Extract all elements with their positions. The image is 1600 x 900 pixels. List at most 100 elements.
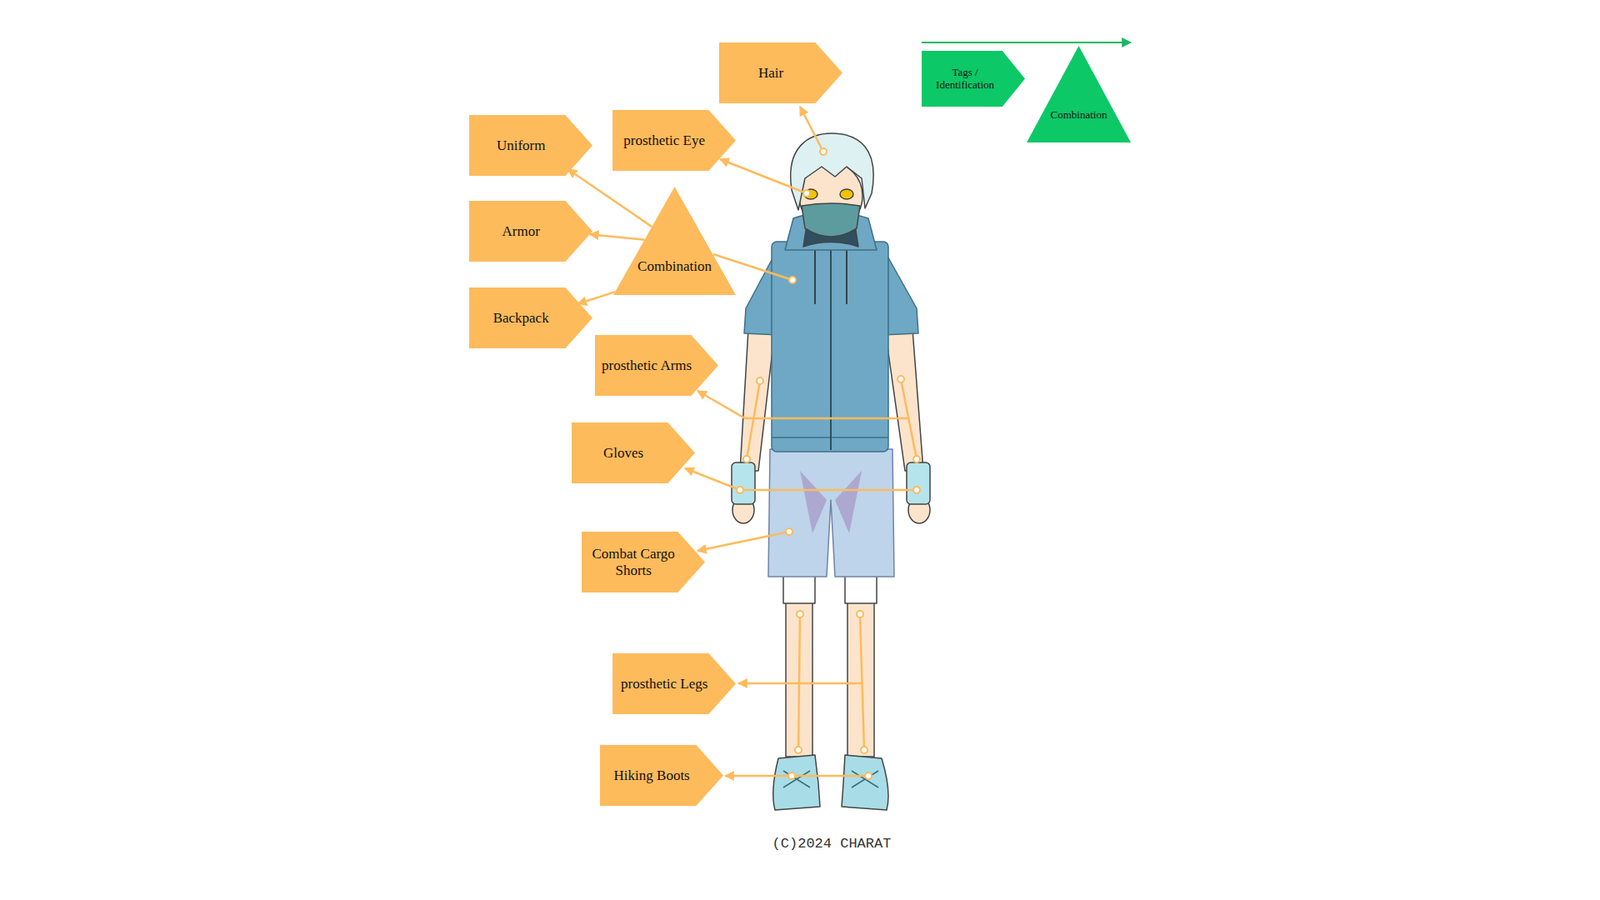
- hair: [790, 133, 874, 210]
- tag-label: Hair: [758, 65, 784, 82]
- leader-line: [697, 390, 909, 419]
- shorts: [768, 449, 895, 577]
- shorts-fold: [800, 470, 862, 534]
- text-holder: Combination: [1026, 101, 1131, 130]
- triangle-shape: [613, 186, 736, 295]
- text-holder: Combat Cargo Shorts: [581, 531, 685, 593]
- part-tag: Backpack: [469, 287, 593, 349]
- shape-fill: [581, 531, 705, 593]
- part-tag: Hair: [719, 42, 843, 104]
- text-holder: Backpack: [469, 287, 573, 349]
- tag-label: Armor: [501, 223, 540, 240]
- part-tag: Hiking Boots: [600, 745, 724, 806]
- boot: [773, 755, 820, 810]
- legend-triangle: Combination: [1026, 45, 1131, 143]
- leader-dot: [803, 190, 810, 197]
- part-tag: prosthetic Eye: [612, 110, 736, 171]
- tag-label: Gloves: [603, 445, 644, 462]
- leader-dot: [913, 455, 920, 463]
- arm: [740, 329, 775, 471]
- shape-fill: [921, 50, 1025, 107]
- text-holder: Combination: [613, 248, 736, 285]
- part-tag: Combat Cargo Shorts: [581, 531, 705, 593]
- character-figure: [731, 133, 930, 810]
- leader-line: [798, 614, 800, 750]
- shape-fill: [613, 186, 736, 295]
- leader-dot: [788, 772, 795, 780]
- combination-arrow: [590, 234, 645, 240]
- leader-dot: [795, 746, 802, 754]
- drawstring: [815, 250, 847, 305]
- leader-dot: [860, 746, 868, 754]
- shape-fill: [469, 115, 593, 176]
- shape-fill: [612, 653, 736, 715]
- tag-label: Combination: [637, 258, 712, 275]
- tag-label: Hiking Boots: [614, 767, 690, 785]
- legging: [783, 573, 815, 604]
- text-holder: Gloves: [571, 422, 675, 484]
- part-tag: Armor: [469, 200, 593, 262]
- leader-dot: [856, 610, 864, 618]
- leader-line: [738, 682, 862, 685]
- tag-label: prosthetic Eye: [623, 132, 705, 150]
- text-holder: prosthetic Eye: [612, 110, 716, 171]
- shape-fill: [571, 422, 695, 484]
- legend-arrow: [921, 41, 1131, 44]
- combination-arrow: [577, 291, 615, 305]
- glove: [906, 462, 930, 505]
- legging: [845, 573, 877, 604]
- text-holder: prosthetic Arms: [595, 335, 699, 396]
- shape-fill: [1026, 45, 1131, 143]
- text-holder: Armor: [469, 200, 573, 262]
- leader-line: [800, 106, 824, 152]
- boot-laces: [783, 770, 879, 788]
- face-mask: [801, 203, 860, 237]
- text-holder: Hair: [719, 42, 823, 104]
- tag-label: Backpack: [493, 310, 550, 327]
- arm: [885, 329, 924, 471]
- text-holder: Uniform: [469, 115, 573, 176]
- leg: [847, 601, 875, 757]
- shape-fill: [719, 42, 843, 104]
- leader-line: [713, 254, 793, 280]
- shape-fill: [600, 745, 724, 806]
- legend-tag: Tags / Identification: [921, 50, 1025, 107]
- leader-dot: [756, 377, 764, 385]
- leg: [785, 601, 813, 757]
- leader-line: [697, 531, 790, 551]
- leader-line: [860, 614, 865, 750]
- part-tag: prosthetic Legs: [612, 653, 736, 715]
- eye: [840, 189, 854, 200]
- leader-line: [685, 468, 917, 490]
- leader-dot: [789, 276, 796, 284]
- leader-line: [720, 159, 807, 194]
- text-holder: prosthetic Legs: [612, 653, 716, 715]
- glove: [731, 462, 755, 505]
- watermark: (C)2024 CHARAT: [772, 835, 892, 852]
- part-tag: prosthetic Arms: [595, 335, 719, 396]
- leader-dots: [736, 148, 920, 780]
- leader-dot: [743, 455, 750, 463]
- leader-dot: [820, 148, 827, 155]
- shape-fill: [469, 200, 593, 262]
- tag-label: prosthetic Arms: [601, 357, 692, 375]
- part-tag: Uniform: [469, 115, 593, 176]
- leader-dot: [913, 486, 920, 494]
- boot: [841, 755, 889, 810]
- leader-dot: [785, 528, 793, 535]
- tag-label: prosthetic Legs: [620, 675, 708, 693]
- text-holder: Hiking Boots: [600, 745, 704, 806]
- tag-label: Combination: [1050, 109, 1108, 122]
- shape-fill: [595, 335, 719, 396]
- leader-dot: [897, 375, 905, 383]
- leader-dot: [865, 772, 872, 780]
- leader-dot: [736, 486, 744, 494]
- text-holder: Tags / Identification: [921, 50, 1009, 107]
- shape-fill: [612, 110, 736, 171]
- tag-label: Combat Cargo Shorts: [585, 545, 682, 579]
- leader-dot: [796, 610, 804, 618]
